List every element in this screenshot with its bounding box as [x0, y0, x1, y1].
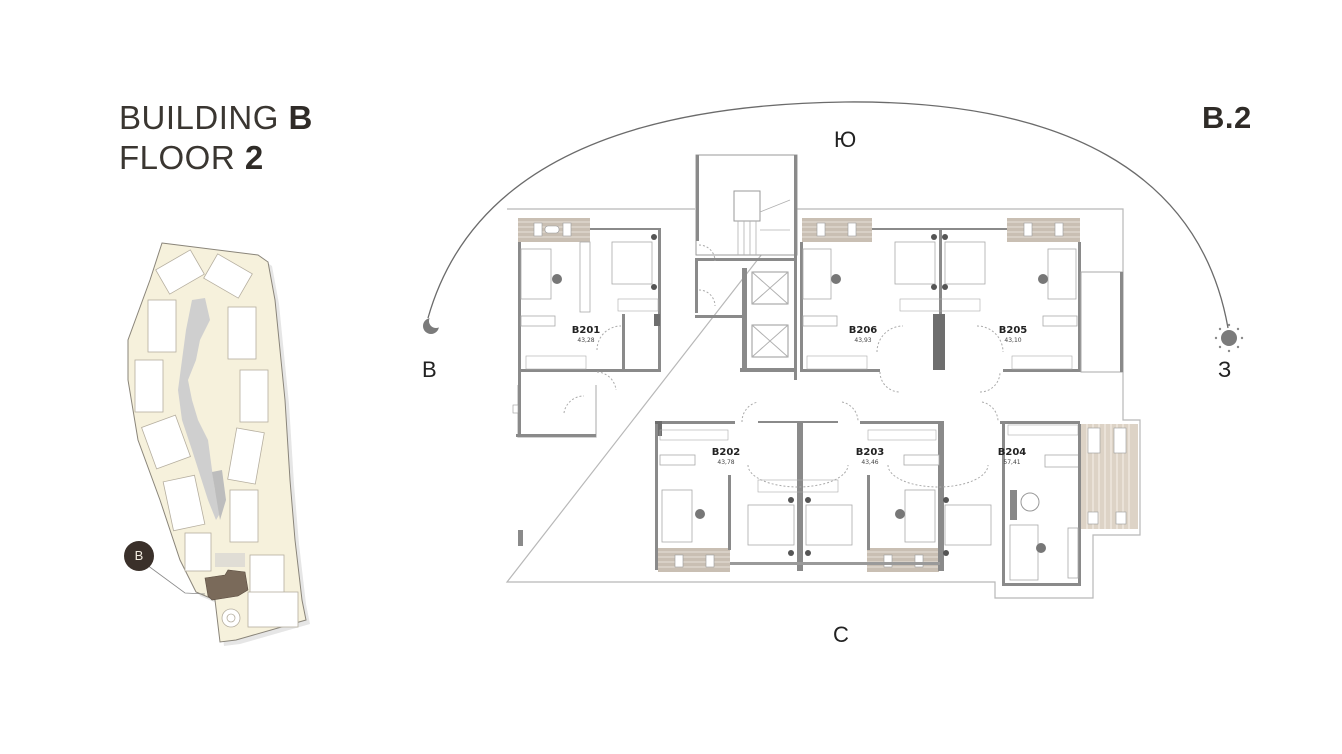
unit-id: B203	[855, 447, 885, 458]
unit-area: 57,41	[1003, 459, 1021, 466]
unit-b206[interactable]: B206 43,93	[833, 325, 893, 345]
unit-area: 43,78	[717, 459, 735, 466]
floor-number: 2	[244, 139, 264, 176]
unit-id: B202	[711, 447, 741, 458]
compass-north: С	[833, 622, 849, 647]
compass-east: В	[422, 357, 437, 382]
unit-id: B205	[998, 325, 1028, 336]
top-units	[512, 218, 1124, 437]
floor-code: B.2	[1202, 100, 1252, 135]
page-title: BUILDING B FLOOR 2	[119, 98, 313, 178]
building-marker[interactable]: B	[124, 541, 154, 571]
building-letter: B	[288, 99, 313, 136]
bottom-units	[518, 401, 1138, 586]
unit-id: B201	[571, 325, 601, 336]
floor-outline	[505, 208, 1141, 599]
unit-id: B206	[848, 325, 878, 336]
building-line: BUILDING B	[119, 99, 313, 136]
site-plan-map	[127, 242, 310, 646]
compass-south: Ю	[834, 127, 857, 152]
moon-icon	[423, 314, 443, 334]
highlighted-building-b	[204, 569, 249, 601]
unit-b205[interactable]: B205 43,10	[983, 325, 1043, 345]
unit-area: 43,28	[577, 337, 595, 344]
unit-b201[interactable]: B201 43,28	[556, 325, 616, 345]
unit-b202[interactable]: B202 43,78	[696, 447, 756, 467]
floor-line: FLOOR 2	[119, 139, 264, 176]
sun-path-arc	[427, 101, 1229, 329]
unit-b204[interactable]: B204 57,41	[982, 447, 1042, 467]
unit-area: 43,93	[854, 337, 872, 344]
stair-core	[695, 154, 798, 380]
unit-id: B204	[997, 447, 1027, 458]
unit-area: 43,46	[861, 459, 879, 466]
compass-west: З	[1218, 357, 1232, 382]
unit-area: 43,10	[1004, 337, 1022, 344]
sun-icon	[1214, 323, 1244, 353]
unit-b203[interactable]: B203 43,46	[840, 447, 900, 467]
